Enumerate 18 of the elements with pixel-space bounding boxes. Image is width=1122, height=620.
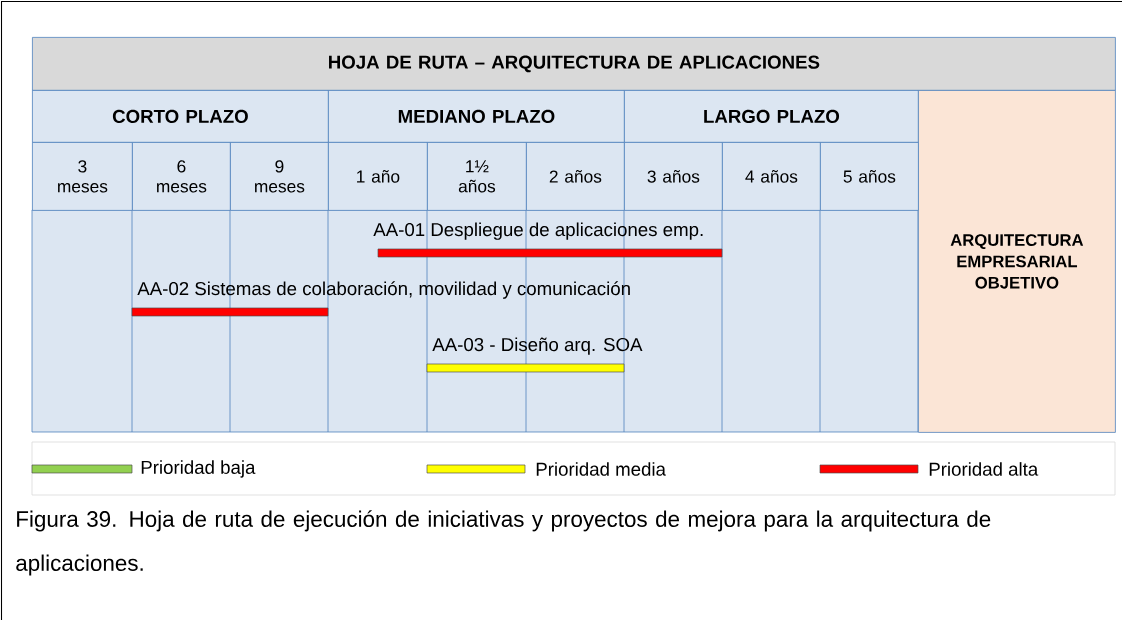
time-cell: 5 años [820,142,919,211]
time-cell: 1 año [328,142,428,211]
task-label: AA-02 Sistemas de colaboración, movilidad y comunicación [137,281,630,299]
time-cell: 6 meses [132,142,231,211]
target-box: ARQUITECTURA EMPRESARIAL OBJETIVO [918,90,1116,433]
caption: Figura 39. Hoja de ruta de ejecución de iniciativas y proyectos de mejora para la arquitectura de aplicaciones. [16,510,991,576]
legend-label: Prioridad baja [141,460,256,478]
task-label: AA-03 - Diseño arq. SOA [432,337,643,355]
time-cell: 2 años [526,142,625,211]
task-label: AA-01 Despliegue de aplicaciones emp. [373,222,703,240]
legend-label: Prioridad media [536,462,666,476]
time-cell: 9 meses [230,142,329,211]
legend-label: Prioridad alta [929,462,1039,476]
time-cell: 3 meses [32,142,133,211]
time-cell: 3 años [624,142,723,211]
time-cell: 1½ años [427,142,527,211]
time-cell: 4 años [722,142,821,211]
title-band: HOJA DE RUTA – ARQUITECTURA DE APLICACIONES [32,37,1116,91]
